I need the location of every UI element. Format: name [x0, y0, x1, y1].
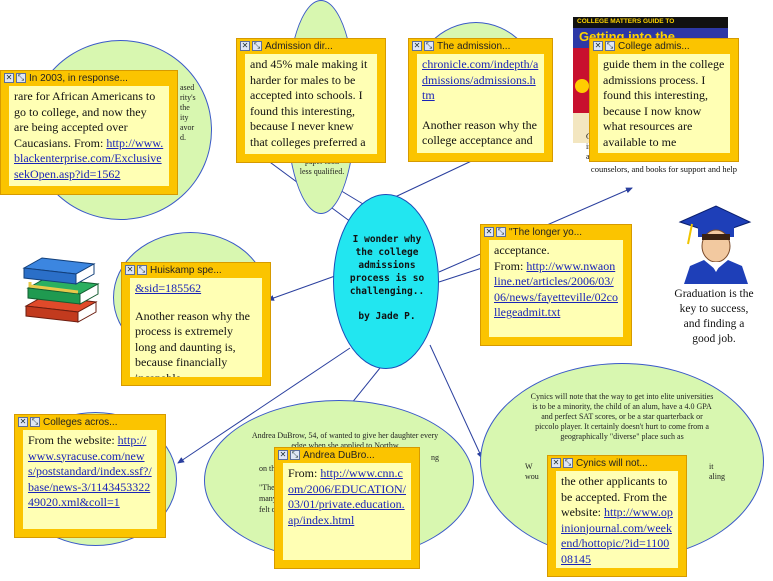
note-link[interactable]: &sid=185562 — [135, 281, 202, 295]
close-icon[interactable]: ✕ — [278, 450, 288, 460]
resize-icon[interactable]: ⤡ — [563, 458, 573, 468]
note-link[interactable]: http://www.nwaonline.net/articles/2006/0… — [494, 258, 618, 320]
graduate-icon — [678, 205, 752, 284]
resize-icon[interactable]: ⤡ — [496, 227, 506, 237]
connector-huiskamp — [267, 275, 336, 301]
resize-icon[interactable]: ⤡ — [16, 73, 26, 83]
connector-cynics — [429, 344, 483, 459]
close-icon[interactable]: ✕ — [412, 41, 422, 51]
note-in-2003[interactable]: ✕ ⤡ In 2003, in response... rare for Afr… — [0, 70, 178, 195]
resize-icon[interactable]: ⤡ — [30, 417, 40, 427]
resize-icon[interactable]: ⤡ — [424, 41, 434, 51]
close-icon[interactable]: ✕ — [4, 73, 14, 83]
resize-icon[interactable]: ⤡ — [252, 41, 262, 51]
resize-icon[interactable]: ⤡ — [290, 450, 300, 460]
close-icon[interactable]: ✕ — [593, 41, 603, 51]
close-icon[interactable]: ✕ — [484, 227, 494, 237]
note-link[interactable]: http://www.cnn.com/2006/EDUCATION/03/01/… — [288, 466, 406, 527]
note-admission-director[interactable]: ✕ ⤡ Admission dir... and 45% male making… — [236, 38, 386, 163]
note-link[interactable]: http://www.opinionjournal.com/weekend/ho… — [561, 505, 673, 566]
connector-longer — [438, 267, 483, 283]
note-college-admissions[interactable]: ✕ ⤡ College admis... guide them in the c… — [589, 38, 739, 162]
connector-colleges — [177, 347, 351, 464]
oval-cynics[interactable]: Cynics will note that the way to get int… — [480, 363, 764, 560]
graduation-caption: Graduation is the key to success, and fi… — [674, 288, 754, 345]
central-question: I wonder why the college admissions proc… — [349, 234, 425, 297]
close-icon[interactable]: ✕ — [18, 417, 28, 427]
author-label: by Jade P. — [358, 311, 416, 322]
note-colleges-across[interactable]: ✕ ⤡ Colleges acros... From the website: … — [14, 414, 166, 538]
resize-icon[interactable]: ⤡ — [137, 265, 147, 275]
note-the-longer[interactable]: ✕ ⤡ "The longer yo... acceptance. From: … — [480, 224, 632, 346]
resize-icon[interactable]: ⤡ — [605, 41, 615, 51]
note-cynics[interactable]: ✕ ⤡ Cynics will not... the other applica… — [547, 455, 687, 577]
connector-the-admission — [394, 156, 481, 198]
note-the-admission[interactable]: ✕ ⤡ The admission... chronicle.com/indep… — [408, 38, 553, 162]
central-question-node[interactable]: I wonder why the college admissions proc… — [333, 194, 439, 369]
note-andrea-dubrow[interactable]: ✕ ⤡ Andrea DuBro... From: http://www.cnn… — [274, 447, 420, 569]
book-caption: counselors, and books for support and he… — [590, 164, 738, 174]
close-icon[interactable]: ✕ — [125, 265, 135, 275]
note-link[interactable]: http://www.blackenterprise.com/Exclusive… — [14, 135, 164, 181]
note-link[interactable]: chronicle.com/indepth/admissions/admissi… — [422, 57, 539, 102]
note-link[interactable]: http://www.syracuse.com/news/poststandar… — [28, 433, 152, 509]
close-icon[interactable]: ✕ — [240, 41, 250, 51]
books-icon — [22, 257, 100, 323]
close-icon[interactable]: ✕ — [551, 458, 561, 468]
note-huiskamp[interactable]: ✕ ⤡ Huiskamp spe... &sid=185562 Another … — [121, 262, 271, 386]
